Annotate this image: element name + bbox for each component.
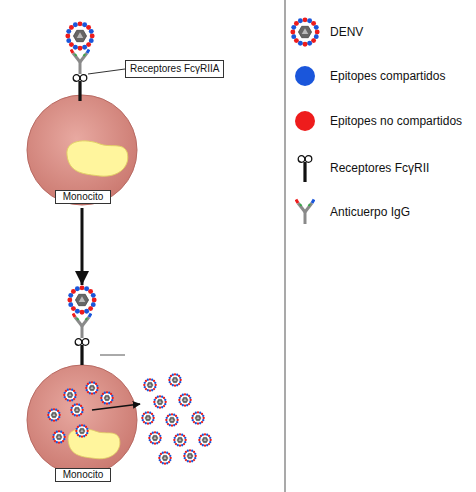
- legend-swatch: [295, 111, 315, 131]
- receptor-icon: [297, 153, 313, 183]
- fc-receptor: [73, 75, 87, 101]
- monocyte-cell: Monocito: [22, 285, 142, 486]
- dengue-virus: [63, 388, 77, 402]
- divider-line: [284, 0, 286, 492]
- cell-nucleus: [67, 141, 128, 176]
- antibody-icon: [296, 200, 314, 225]
- leader-line: [88, 69, 125, 74]
- dengue-virus: [198, 433, 212, 447]
- monocyte-cell: [27, 365, 137, 475]
- virus-icon: [290, 17, 319, 46]
- internalized-viruses: [47, 381, 114, 444]
- dengue-virus: [141, 411, 155, 425]
- dengue-virus: [173, 433, 187, 447]
- cell-label: Monocito: [55, 190, 111, 204]
- dengue-virus: [168, 373, 182, 387]
- dengue-virus: [75, 424, 89, 438]
- legend-label: Receptores FcγRII: [330, 161, 429, 175]
- legend-label: Anticuerpo IgG: [330, 205, 410, 219]
- dengue-virus: [178, 393, 192, 407]
- dengue-virus: [100, 391, 114, 405]
- antibody-icon: [295, 198, 315, 226]
- legend-label: Epitopes no compartidos: [330, 114, 462, 128]
- dengue-virus: [65, 21, 94, 50]
- dengue-virus: [85, 381, 99, 395]
- dengue-virus: [70, 403, 84, 417]
- cell-label: Monocito: [55, 468, 111, 482]
- dengue-virus: [47, 408, 61, 422]
- dengue-virus: [191, 411, 205, 425]
- panel-before: [27, 21, 137, 205]
- dengue-virus: [153, 395, 167, 409]
- release-arrow: [92, 404, 140, 410]
- dengue-virus: [148, 431, 162, 445]
- released-viruses: [141, 373, 212, 465]
- dengue-virus: [143, 378, 157, 392]
- flow-arrow: [81, 208, 84, 285]
- leader-line: [100, 355, 125, 356]
- monocyte-cell: [27, 95, 137, 205]
- panel-after: [27, 285, 212, 475]
- virus-icon: [290, 17, 320, 47]
- monocyte-cell: Monocito: [22, 18, 142, 208]
- dengue-virus: [165, 413, 179, 427]
- igg-antibody: [71, 50, 89, 75]
- dengue-virus: [52, 430, 66, 444]
- callout-label: Receptores FcγRIIA: [130, 63, 219, 75]
- dengue-virus: [67, 285, 96, 314]
- legend-swatch: [295, 66, 315, 86]
- dengue-virus: [158, 451, 172, 465]
- fc-receptor: [75, 339, 89, 365]
- legend-label: DENV: [330, 25, 363, 39]
- receptor-icon: [298, 156, 312, 182]
- igg-antibody: [73, 314, 91, 339]
- dengue-virus: [183, 449, 197, 463]
- legend-label: Epitopes compartidos: [330, 69, 445, 83]
- label-box: Receptores FcγRIIA: [125, 60, 224, 78]
